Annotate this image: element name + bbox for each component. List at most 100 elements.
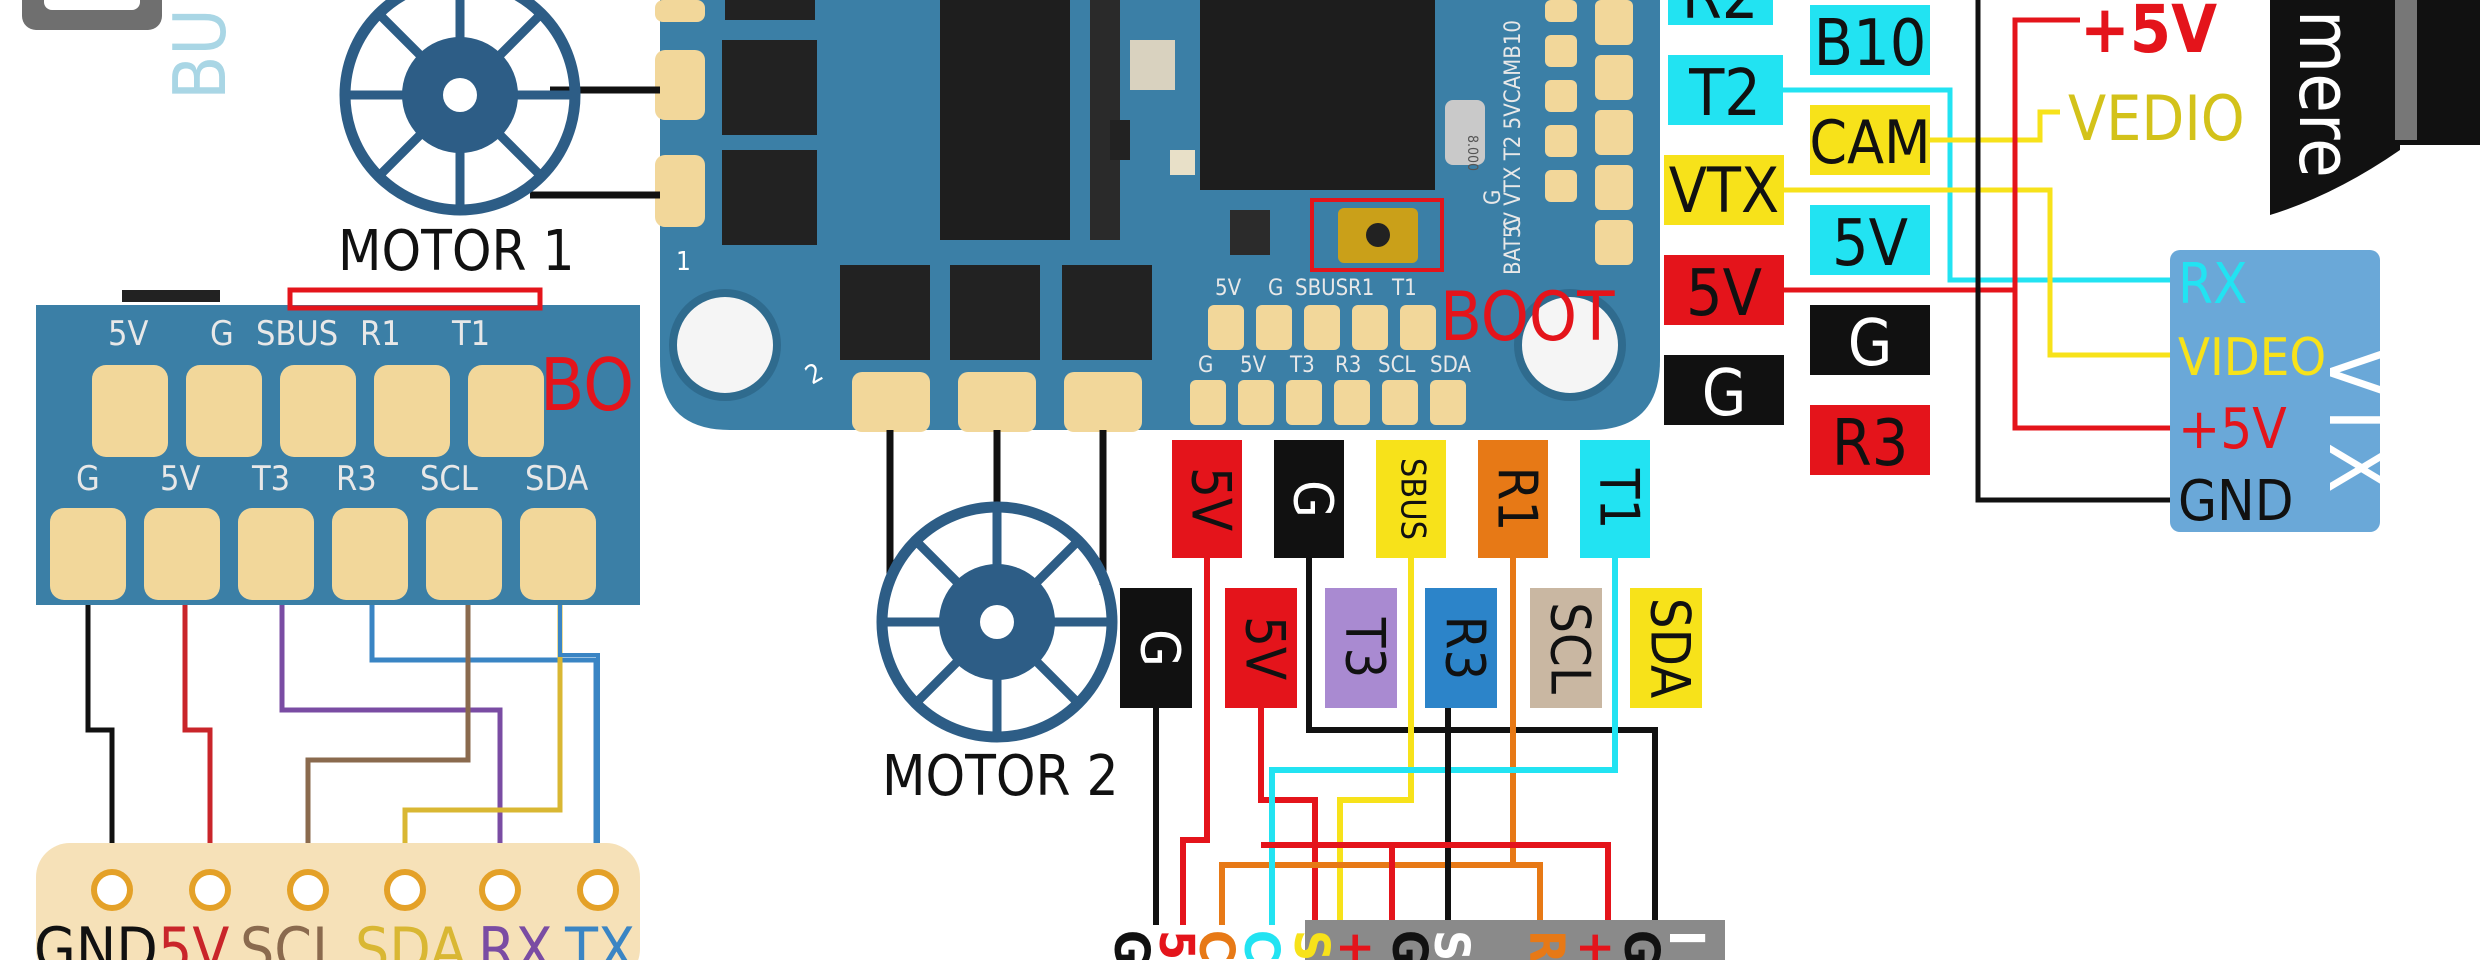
module-pin-5v: 5V: [158, 915, 229, 960]
svg-text:T1: T1: [451, 314, 490, 354]
board-small-pads: [1190, 305, 1466, 425]
corner-text: BU: [158, 8, 242, 100]
flight-controller-board: 8.000 5V VTX T2 5VCAMB10 BAT C G 1 2: [655, 0, 1660, 432]
svg-text:R3: R3: [336, 459, 377, 499]
vtx-wires: [1783, 0, 2180, 503]
vtx-pin-gnd: GND: [2178, 469, 2294, 534]
module-pin-tx: TX: [564, 915, 635, 960]
svg-text:G: G: [1613, 930, 1669, 960]
motor1-pad-b: [655, 155, 705, 227]
motor-2: MOTOR 2: [876, 430, 1119, 809]
svg-text:S: S: [1283, 930, 1339, 960]
svg-text:SDA: SDA: [525, 459, 588, 499]
vtx-title: VTX: [2310, 347, 2405, 493]
driver-chip: [940, 0, 1070, 240]
svg-text:T3: T3: [251, 459, 290, 499]
boot-button-outline: [1310, 198, 1444, 272]
silk-right: 5V VTX T2 5VCAMB10: [1501, 20, 1526, 238]
svg-text:T3: T3: [1333, 617, 1396, 679]
camera-power-label: +5V: [2080, 0, 2217, 68]
motor2-pad-b: [958, 372, 1036, 432]
mount-hole-right: [1514, 289, 1626, 401]
motor2-pad-a: [852, 372, 930, 432]
svg-text:8.000: 8.000: [1464, 135, 1480, 171]
svg-text:5V: 5V: [108, 314, 148, 354]
motor2-pad-c: [1064, 372, 1142, 432]
svg-text:R3: R3: [1335, 353, 1361, 378]
svg-text:T3: T3: [1289, 353, 1315, 378]
svg-text:G: G: [1702, 357, 1747, 431]
motor-1: MOTOR 1: [338, 0, 660, 284]
svg-text:SCL: SCL: [1378, 353, 1415, 378]
svg-text:C: C: [1233, 930, 1289, 960]
svg-text:G: G: [1103, 930, 1159, 960]
svg-text:5V: 5V: [1179, 467, 1242, 531]
vtx-pin-rx: RX: [2178, 252, 2248, 317]
svg-text:G: G: [1268, 276, 1283, 301]
bottom-wires: [1153, 558, 1658, 925]
motor1-pad-a: [655, 50, 705, 120]
svg-text:T2: T2: [1688, 57, 1761, 131]
mcu-chip: [1200, 0, 1435, 190]
svg-text:R1: R1: [360, 314, 401, 354]
svg-text:T1: T1: [1391, 276, 1417, 301]
svg-text:SDA: SDA: [1430, 353, 1471, 378]
camera-video-label: VEDIO: [2068, 82, 2245, 155]
camera: mere: [2270, 0, 2480, 215]
svg-text:G: G: [1281, 480, 1344, 518]
gps-module: GND 5V SCL SDA RX TX: [34, 843, 640, 960]
vtx-pin-video: VIDEO: [2178, 328, 2326, 388]
svg-text:+: +: [1328, 930, 1384, 960]
module-pin-scl: SCL: [240, 915, 342, 960]
right-label-column-1: R2 T2 VTX 5V G: [1664, 0, 1784, 431]
svg-text:C: C: [1188, 930, 1244, 960]
zoom-boot-label: BO: [540, 343, 634, 427]
svg-text:5V: 5V: [1240, 353, 1267, 378]
vtx-pin-5v: +5V: [2178, 397, 2287, 462]
svg-text:VTX: VTX: [1669, 154, 1779, 227]
svg-text:R2: R2: [1682, 0, 1759, 34]
bottom-pin-labels: 5V G SBUS R1 T1 G 5V T3 R3 SCL SDA: [1120, 440, 1702, 708]
module-pin-sda: SDA: [355, 915, 467, 960]
right-pad-column: [1545, 0, 1633, 265]
mount-hole-left: [669, 289, 781, 401]
svg-text:SBUS: SBUS: [256, 314, 338, 354]
svg-text:SBUS: SBUS: [1295, 276, 1348, 301]
module-pin-rx: RX: [478, 915, 552, 960]
silk-right-2: BAT C: [1501, 217, 1526, 275]
svg-text:B10: B10: [1814, 7, 1927, 81]
motor2-label: MOTOR 2: [882, 744, 1119, 809]
svg-text:5V: 5V: [1832, 207, 1908, 281]
right-label-column-2: B10 CAM 5V G R3: [1809, 5, 1931, 481]
svg-text:CAM: CAM: [1809, 108, 1930, 178]
motor1-label: MOTOR 1: [338, 219, 575, 284]
svg-text:5V: 5V: [160, 459, 200, 499]
svg-text:+: +: [1568, 930, 1624, 960]
svg-text:SBUS: SBUS: [1393, 458, 1433, 540]
svg-text:5V: 5V: [1686, 257, 1762, 331]
svg-text:R1: R1: [1348, 276, 1374, 301]
svg-text:5V: 5V: [1233, 616, 1296, 680]
svg-text:G: G: [1848, 307, 1893, 381]
svg-text:T1: T1: [1587, 468, 1650, 530]
svg-text:SDA: SDA: [1638, 598, 1701, 699]
svg-text:G: G: [76, 459, 100, 499]
module-wires: [85, 605, 600, 845]
svg-text:G: G: [210, 314, 234, 354]
svg-text:5: 5: [1148, 930, 1204, 960]
boot-label: BOOT: [1440, 278, 1615, 357]
silk-right-3: G: [1481, 190, 1506, 205]
svg-text:R: R: [1518, 930, 1574, 960]
svg-text:G: G: [1128, 629, 1191, 667]
vtx-module: VTX RX VIDEO +5V GND: [2170, 250, 2405, 534]
svg-text:1: 1: [676, 247, 691, 277]
svg-text:R3: R3: [1433, 616, 1496, 681]
svg-text:G: G: [1198, 353, 1213, 378]
crystal: [1445, 100, 1485, 165]
svg-text:G: G: [1381, 930, 1437, 960]
svg-text:I: I: [1658, 930, 1714, 946]
svg-text:SCL: SCL: [420, 459, 478, 499]
camera-label: mere: [2283, 10, 2367, 178]
